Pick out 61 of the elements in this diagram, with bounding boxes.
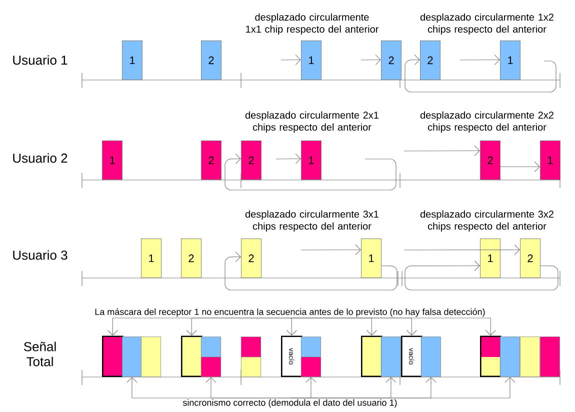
chip-box: 2 bbox=[520, 238, 540, 278]
signal-box bbox=[381, 336, 401, 377]
signal-box bbox=[141, 336, 161, 377]
chip-box: 2 bbox=[201, 40, 222, 80]
pointer-arrow bbox=[206, 377, 290, 398]
row-label: desplazado circularmente 3x2 chips respecto del anterior bbox=[420, 210, 554, 232]
chip-box: 2 bbox=[381, 40, 402, 80]
chip-box: 1 bbox=[301, 140, 322, 180]
row-label: desplazado circularmente 3x1 chips respecto del anterior bbox=[245, 210, 378, 232]
row-label: Usuario 1 bbox=[13, 55, 68, 65]
shift-arrow bbox=[460, 54, 500, 66]
chip-box: 2 bbox=[241, 140, 262, 180]
signal-box bbox=[421, 336, 441, 377]
shift-arrow bbox=[404, 145, 480, 156]
row-label: Usuario 2 bbox=[13, 153, 68, 163]
shift-arrow bbox=[280, 54, 301, 66]
row-label: desplazado circularmente 1x1 chip respecto del anterior bbox=[246, 13, 379, 35]
shift-arrow bbox=[404, 54, 556, 92]
shift-arrow bbox=[224, 252, 398, 290]
pointer-arrow bbox=[286, 318, 297, 336]
signal-box bbox=[240, 336, 262, 377]
shift-arrow bbox=[224, 154, 396, 190]
signal-box bbox=[102, 336, 124, 377]
chip-box: 2 bbox=[241, 238, 262, 278]
signal-box bbox=[480, 336, 502, 377]
chip-box: 1 bbox=[301, 40, 322, 80]
row-label: Señal Total bbox=[24, 342, 56, 366]
shift-arrow bbox=[300, 244, 361, 256]
chip-box: 1 bbox=[122, 40, 142, 80]
chip-box: 1 bbox=[361, 238, 382, 278]
annotation-text: La máscara del receptor 1 no encuentra la secuencia antes de lo previsto (no hay falsa detección) bbox=[95, 308, 485, 317]
row-label: Usuario 3 bbox=[13, 250, 68, 260]
chip-box: 2 bbox=[420, 40, 440, 80]
chip-box: 2 bbox=[181, 238, 202, 278]
signal-box bbox=[122, 336, 142, 377]
chip-box: 1 bbox=[500, 40, 520, 80]
shift-arrow bbox=[404, 244, 520, 256]
signal-box bbox=[300, 336, 322, 377]
signal-box bbox=[361, 336, 382, 377]
chip-box: 1 bbox=[540, 140, 560, 180]
chip-box: 1 bbox=[102, 140, 122, 180]
signal-box bbox=[500, 336, 520, 377]
annotation-text: sincronismo correcto (demodula el dato del usuario 1) bbox=[182, 399, 397, 408]
row-label: desplazado circularmente 1x2 chips respecto del anterior bbox=[420, 13, 554, 35]
chip-box: 1 bbox=[141, 238, 162, 278]
pointer-arrow bbox=[290, 318, 496, 336]
pointer-arrow bbox=[290, 377, 516, 398]
shift-arrow bbox=[360, 54, 381, 66]
chip-box: 1 bbox=[480, 238, 500, 278]
signal-box bbox=[520, 336, 540, 377]
signal-box bbox=[200, 336, 222, 377]
signal-box bbox=[540, 336, 560, 377]
shift-arrow bbox=[276, 154, 301, 164]
signal-box bbox=[181, 336, 202, 377]
pointer-arrow bbox=[186, 318, 290, 336]
shift-arrow bbox=[404, 260, 558, 290]
chip-box: 2 bbox=[480, 140, 500, 180]
row-label: desplazado circularmente 2x2 chips respecto del anterior bbox=[420, 111, 554, 133]
shift-arrow bbox=[500, 161, 540, 172]
row-label: desplazado circularmente 2x1 chips respecto del anterior bbox=[245, 111, 378, 133]
chip-box: 2 bbox=[201, 140, 222, 180]
